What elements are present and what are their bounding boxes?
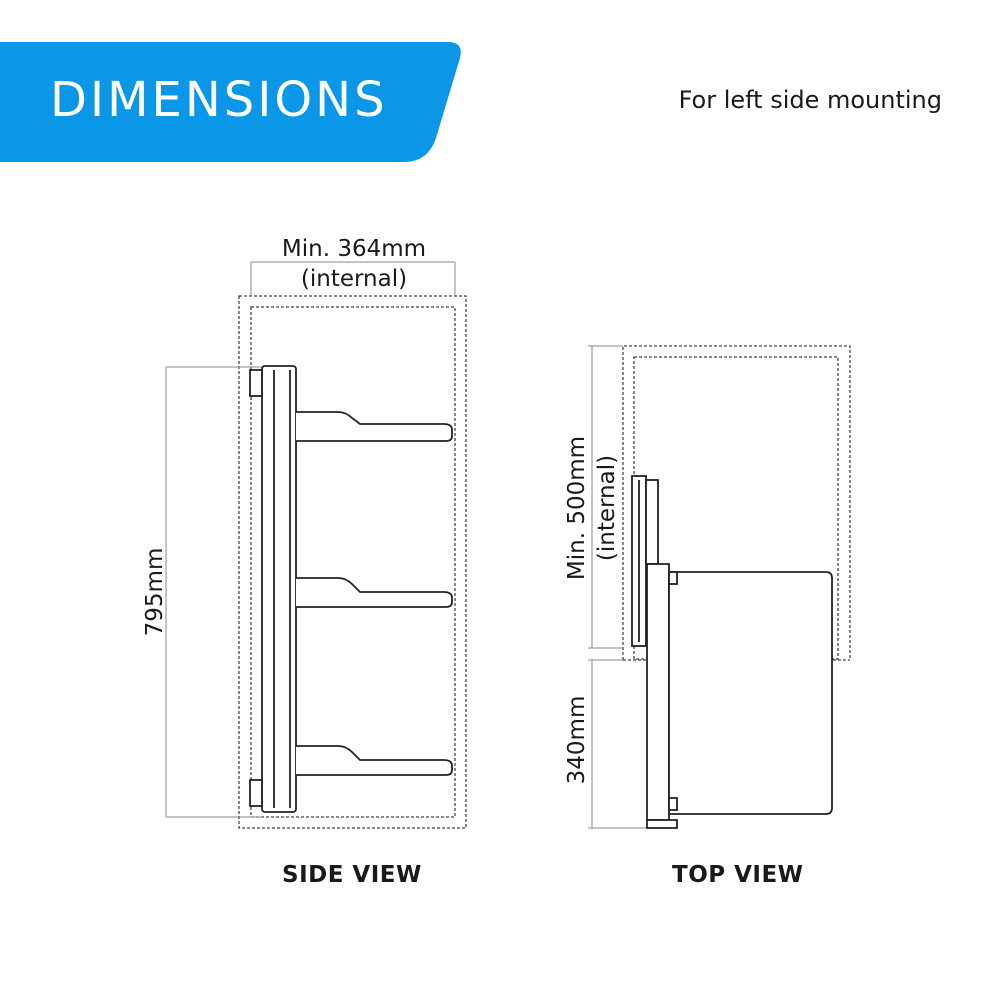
side-view-label: SIDE VIEW <box>282 862 422 888</box>
side-shelves <box>296 411 453 776</box>
top-basket <box>646 563 833 829</box>
header-banner <box>0 42 462 162</box>
side-cabinet-inner <box>250 306 456 818</box>
top-depth-label-line1: Min. 500mm <box>564 436 590 580</box>
top-extension-label: 340mm <box>564 696 590 785</box>
side-height-dimension <box>165 366 262 818</box>
top-mounting-rail <box>631 475 659 647</box>
top-view-drawing <box>588 345 851 829</box>
side-shelf-1 <box>296 411 453 442</box>
top-cabinet-outer <box>622 345 851 660</box>
side-shelf-2 <box>296 577 453 608</box>
mounting-note: For left side mounting <box>678 86 942 114</box>
side-width-label-line2: (internal) <box>301 266 407 292</box>
side-view-drawing <box>165 261 467 829</box>
side-cabinet-outer <box>238 295 467 829</box>
page-title: DIMENSIONS <box>50 72 388 128</box>
header-banner-shape <box>0 42 461 162</box>
side-upright-frame <box>249 365 297 813</box>
top-view-label: TOP VIEW <box>672 862 804 888</box>
side-height-label: 795mm <box>142 548 168 637</box>
side-width-dimension <box>250 261 456 296</box>
side-shelf-3 <box>296 745 453 776</box>
side-width-label-line1: Min. 364mm <box>282 236 426 262</box>
top-depth-dimension <box>588 345 623 649</box>
top-depth-label-line2: (internal) <box>594 455 620 561</box>
